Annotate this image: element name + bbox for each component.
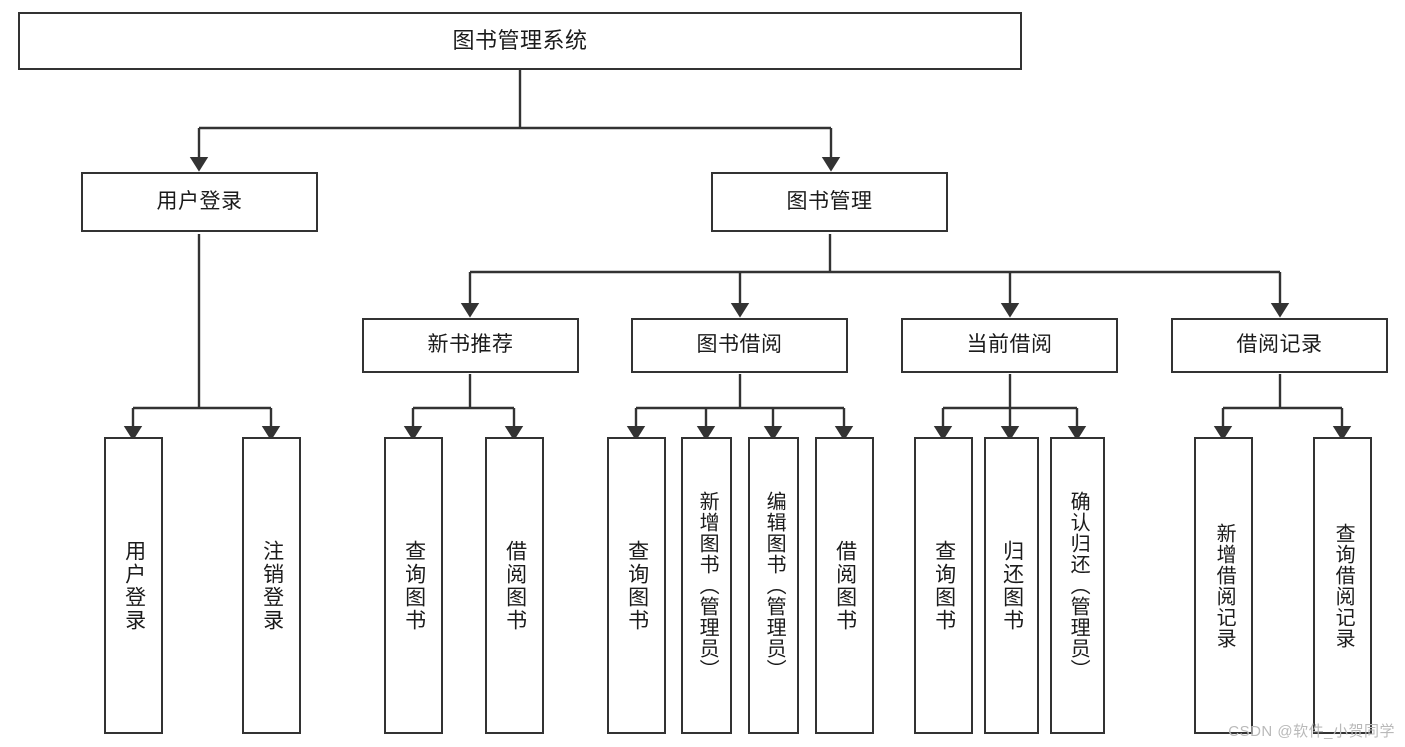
node-label: 新增借阅记录: [1213, 522, 1236, 649]
node-label: 图书借阅: [696, 333, 783, 357]
node-label: 查询借阅记录: [1332, 522, 1355, 649]
node-label: 归还图书: [1000, 539, 1024, 632]
node-label: 当前借阅: [966, 333, 1053, 357]
node-leaf-add-book-admin[interactable]: 新增图书（管理员）: [681, 437, 732, 734]
node-label: 新书推荐: [427, 333, 514, 357]
node-leaf-borrow-book-recommend[interactable]: 借阅图书: [485, 437, 544, 734]
node-label: 借阅记录: [1236, 333, 1323, 357]
node-label: 查询图书: [402, 539, 426, 632]
node-label: 图书管理系统: [452, 28, 588, 54]
node-label: 借阅图书: [503, 539, 527, 632]
node-label: 用户登录: [156, 189, 243, 213]
node-leaf-edit-book-admin[interactable]: 编辑图书（管理员）: [748, 437, 799, 734]
node-leaf-query-book-recommend[interactable]: 查询图书: [384, 437, 443, 734]
node-leaf-query-book-current[interactable]: 查询图书: [914, 437, 973, 734]
node-leaf-logout-login[interactable]: 注销登录: [242, 437, 301, 734]
node-leaf-return-book[interactable]: 归还图书: [984, 437, 1039, 734]
csdn-watermark: CSDN @软件_小贺同学: [1228, 723, 1395, 740]
node-root-system[interactable]: 图书管理系统: [18, 12, 1022, 70]
node-leaf-add-borrow-record[interactable]: 新增借阅记录: [1194, 437, 1253, 734]
node-label: 注销登录: [260, 539, 284, 632]
node-label: 新增图书（管理员）: [696, 491, 719, 680]
node-leaf-query-borrow-record[interactable]: 查询借阅记录: [1313, 437, 1372, 734]
node-leaf-borrow-book[interactable]: 借阅图书: [815, 437, 874, 734]
node-label: 图书管理: [786, 189, 873, 213]
node-leaf-query-book-borrow[interactable]: 查询图书: [607, 437, 666, 734]
node-label: 用户登录: [122, 539, 146, 632]
node-current-borrow[interactable]: 当前借阅: [901, 318, 1118, 373]
node-label: 借阅图书: [833, 539, 857, 632]
node-label: 查询图书: [932, 539, 956, 632]
node-book-borrow[interactable]: 图书借阅: [631, 318, 848, 373]
node-leaf-user-login[interactable]: 用户登录: [104, 437, 163, 734]
node-leaf-confirm-return-admin[interactable]: 确认归还（管理员）: [1050, 437, 1105, 734]
node-new-book-recommend[interactable]: 新书推荐: [362, 318, 579, 373]
node-label: 确认归还（管理员）: [1067, 491, 1090, 680]
node-borrow-record[interactable]: 借阅记录: [1171, 318, 1388, 373]
node-label: 查询图书: [625, 539, 649, 632]
node-user-login[interactable]: 用户登录: [81, 172, 318, 232]
node-book-management[interactable]: 图书管理: [711, 172, 948, 232]
node-label: 编辑图书（管理员）: [763, 491, 786, 680]
